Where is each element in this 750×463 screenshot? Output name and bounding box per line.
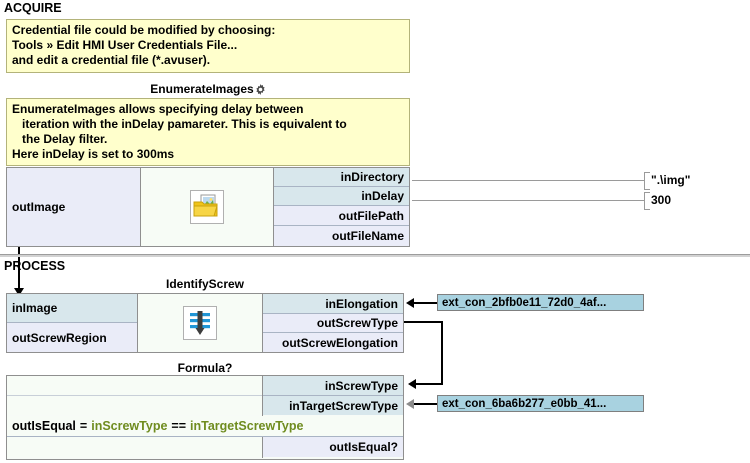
- port-out-file-name[interactable]: outFileName: [274, 226, 409, 246]
- comment-line: Here inDelay is set to 300ms: [12, 147, 175, 161]
- section-divider: [0, 254, 750, 257]
- port-in-image[interactable]: inImage: [7, 294, 137, 323]
- node-title-text: EnumerateImages: [150, 82, 254, 96]
- node-title-identify-screw: IdentifyScrew: [6, 277, 404, 291]
- screw-icon: [183, 306, 217, 340]
- port-out-screw-elongation[interactable]: outScrewElongation: [263, 333, 403, 352]
- comment-line: iteration with the inDelay pamareter. Th…: [22, 117, 347, 131]
- node-title-text: Formula?: [177, 361, 233, 375]
- enumerate-images-comment: EnumerateImages allows specifying delay …: [6, 98, 410, 166]
- wire-ext-target-screw-type: [414, 403, 439, 405]
- port-in-screw-type[interactable]: inScrewType: [263, 376, 403, 396]
- wire-screw-type-3: [416, 383, 442, 385]
- node-title-enumerate-images: EnumerateImages: [6, 82, 410, 98]
- node-title-formula: Formula?: [6, 361, 404, 375]
- wire-screw-type-1: [404, 321, 443, 323]
- gear-icon[interactable]: [255, 84, 266, 98]
- formula-blank-cell: [7, 376, 262, 396]
- port-out-is-equal[interactable]: outIsEqual?: [263, 437, 403, 457]
- in-directory-value[interactable]: ".\img": [651, 173, 691, 187]
- port-out-image[interactable]: outImage: [7, 168, 140, 246]
- port-in-delay[interactable]: inDelay: [274, 187, 409, 206]
- comment-line: EnumerateImages allows specifying delay …: [12, 102, 304, 116]
- formula-blank-cell: [7, 437, 262, 457]
- wire-ext-elongation: [414, 302, 439, 304]
- flow-arrow-down-icon: [14, 288, 24, 296]
- formula-assign-operator: =: [79, 419, 88, 433]
- formula-expression[interactable]: outIsEqual = inScrewType == inTargetScre…: [7, 416, 403, 437]
- in-delay-value[interactable]: 300: [651, 193, 672, 207]
- literal-bracket: [644, 192, 650, 210]
- port-out-screw-type[interactable]: outScrewType: [263, 314, 403, 333]
- comment-line: Credential file could be modified by cho…: [12, 23, 276, 37]
- ext-con-target-screw-type[interactable]: ext_con_6ba6b277_e0bb_41...: [437, 395, 644, 412]
- node-title-text: IdentifyScrew: [165, 277, 245, 291]
- comment-line: the Delay filter.: [22, 132, 108, 146]
- flow-wire: [18, 247, 20, 295]
- connection-arrow-optional-icon: [406, 399, 414, 409]
- section-label-process: PROCESS: [4, 259, 66, 273]
- wire-in-directory: [412, 180, 644, 181]
- section-label-acquire: ACQUIRE: [4, 1, 62, 15]
- wire-screw-type-2: [441, 321, 443, 385]
- wire-in-delay: [412, 200, 644, 201]
- node-formula[interactable]: inScrewType inTargetScrewType outIsEqual…: [6, 375, 404, 460]
- formula-left-operand: inScrewType: [91, 419, 168, 433]
- ext-con-elongation[interactable]: ext_con_2bfb0e11_72d0_4af...: [437, 294, 644, 311]
- formula-blank-cell: [7, 396, 262, 415]
- connection-arrow-icon: [406, 298, 414, 308]
- port-out-screw-region[interactable]: outScrewRegion: [7, 323, 137, 352]
- connection-arrow-icon: [408, 379, 416, 389]
- credential-comment: Credential file could be modified by cho…: [6, 19, 410, 73]
- port-in-directory[interactable]: inDirectory: [274, 168, 409, 187]
- port-out-file-path[interactable]: outFilePath: [274, 206, 409, 226]
- node-identify-screw[interactable]: inImage outScrewRegion inElongation outS…: [6, 293, 404, 353]
- formula-result: outIsEqual: [12, 419, 76, 433]
- port-in-elongation[interactable]: inElongation: [263, 294, 403, 314]
- node-enumerate-images[interactable]: outImage inDirectory inDelay outFilePath…: [6, 167, 410, 247]
- port-in-target-screw-type[interactable]: inTargetScrewType: [263, 396, 403, 415]
- comment-line: and edit a credential file (*.avuser).: [12, 53, 211, 67]
- folder-images-icon: [190, 190, 224, 224]
- formula-right-operand: inTargetScrewType: [190, 419, 304, 433]
- comment-line: Tools » Edit HMI User Credentials File..…: [12, 38, 238, 52]
- formula-compare-operator: ==: [171, 419, 187, 433]
- literal-bracket: [644, 172, 650, 190]
